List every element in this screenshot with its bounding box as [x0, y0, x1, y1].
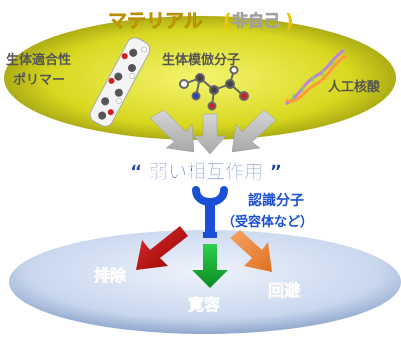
exclusion-label: 排除 — [94, 266, 127, 285]
avoidance-label: 回避 — [268, 281, 300, 300]
exclusion-arrow — [136, 226, 188, 270]
title-non-self: 非自己 — [232, 11, 280, 30]
nucleic-acid-label: 人工核酸 — [328, 79, 381, 95]
receptor-y-icon — [192, 186, 228, 238]
arrow-right-grey — [231, 109, 277, 153]
polymer-chain-icon — [89, 37, 151, 127]
title-main: マテリアル — [108, 10, 203, 32]
title-close-paren: ) — [285, 10, 294, 32]
polymer-label-line1: 生体適合性 — [6, 52, 71, 68]
receptor-label-line1: 認識分子 — [248, 192, 304, 209]
dna-helix-icon — [285, 48, 347, 106]
avoidance-arrow — [230, 230, 272, 272]
interaction-arrows — [149, 109, 277, 155]
biomimetic-label: 生体模倣分子 — [162, 52, 240, 68]
arrow-left-grey — [149, 109, 195, 153]
receptor-label-line2: （受容体など） — [222, 214, 313, 230]
interaction-text: 弱い相互作用 — [149, 160, 263, 183]
interaction-label: “ 弱い相互作用 ” — [130, 160, 282, 183]
tolerance-arrow — [192, 244, 228, 288]
interaction-close-quote: ” — [270, 161, 283, 183]
interaction-open-quote: “ — [130, 161, 143, 183]
polymer-label-line2: ポリマー — [13, 72, 65, 88]
arrow-center-grey — [193, 113, 227, 155]
molecule-model-icon — [179, 65, 249, 111]
tolerance-label: 寛容 — [188, 295, 220, 314]
title-open-paren: ( — [223, 10, 232, 32]
